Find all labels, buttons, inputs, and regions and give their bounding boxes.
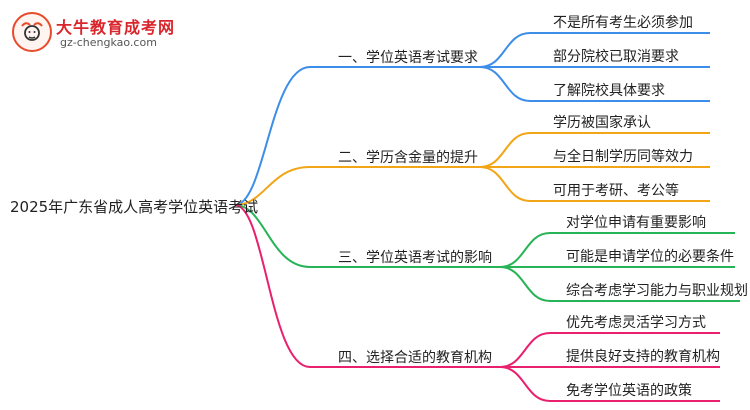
logo-url: gz-chengkao.com [60,36,157,49]
leaf-item: 不是所有考生必须参加 [553,15,693,31]
branch-3-title: 三、学位英语考试的影响 [338,250,492,266]
leaf-item: 优先考虑灵活学习方式 [566,315,706,331]
site-logo[interactable]: 大牛教育成考网 gz-chengkao.com [8,10,178,56]
leaf-item: 与全日制学历同等效力 [553,149,693,165]
leaf-connector [479,32,710,68]
leaf-item: 提供良好支持的教育机构 [566,349,720,365]
ox-mascot-icon [12,12,52,52]
leaf-item: 免考学位英语的政策 [566,383,692,399]
leaf-item: 可用于考研、考公等 [553,183,679,199]
leaf-connector [499,232,735,268]
branch-connector-2 [234,166,480,206]
leaf-connector [499,332,720,368]
branch-1-title: 一、学位英语考试要求 [338,50,478,66]
leaf-connector [479,66,710,102]
leaf-item: 学历被国家承认 [553,115,651,131]
root-topic: 2025年广东省成人高考学位英语考试 [10,198,259,216]
leaf-item: 可能是申请学位的必要条件 [566,249,734,265]
leaf-item: 对学位申请有重要影响 [566,215,706,231]
leaf-connector [479,132,710,168]
leaf-connector [499,266,740,302]
branch-4-title: 四、选择合适的教育机构 [338,350,492,366]
branch-2-title: 二、学历含金量的提升 [338,150,478,166]
leaf-connector [479,166,710,202]
leaf-connector [499,366,720,402]
leaf-item: 了解院校具体要求 [553,83,665,99]
branch-connector-4 [234,204,500,368]
branch-connector-3 [234,204,500,268]
logo-title: 大牛教育成考网 [56,18,176,37]
branch-connector-1 [234,66,480,206]
leaf-item: 综合考虑学习能力与职业规划 [566,283,748,299]
leaf-item: 部分院校已取消要求 [553,49,679,65]
